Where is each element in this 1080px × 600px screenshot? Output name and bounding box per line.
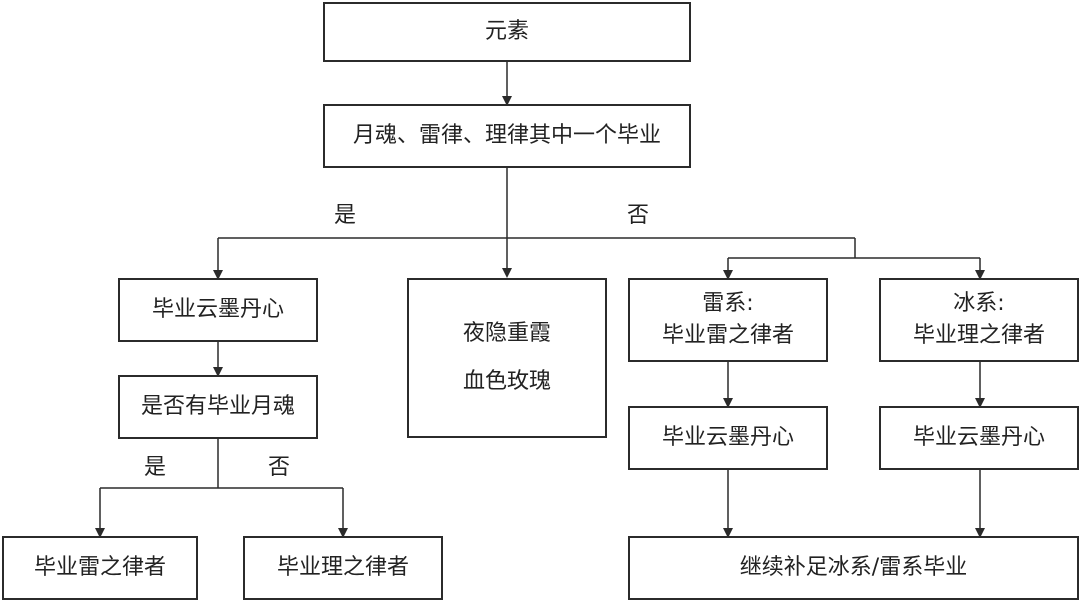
node-final-text: 继续补足冰系/雷系毕业: [739, 555, 968, 581]
node-question-graduated-text: 月魂、雷律、理律其中一个毕业: [352, 123, 661, 149]
node-middle: 夜隐重霞 血色玫瑰: [407, 278, 607, 438]
node-ice-line2: 毕业理之律者: [912, 323, 1045, 348]
node-question-yuehun-text: 是否有毕业月魂: [140, 394, 295, 420]
node-yes-yunmo-text: 毕业云墨丹心: [151, 297, 284, 323]
node-leaf-li-text: 毕业理之律者: [276, 555, 409, 581]
node-ice-line1: 冰系:: [953, 291, 1005, 317]
label-no-1: 否: [627, 203, 650, 228]
node-thunder-yunmo-text: 毕业云墨丹心: [661, 425, 794, 451]
node-question-yuehun: 是否有毕业月魂: [118, 375, 318, 439]
node-leaf-lei: 毕业雷之律者: [2, 536, 198, 600]
node-leaf-lei-text: 毕业雷之律者: [33, 555, 166, 581]
node-root-text: 元素: [484, 19, 529, 45]
node-leaf-li: 毕业理之律者: [243, 536, 443, 600]
node-thunder: 雷系: 毕业雷之律者: [628, 278, 828, 362]
node-ice-yunmo-text: 毕业云墨丹心: [912, 425, 1045, 451]
node-ice-yunmo: 毕业云墨丹心: [879, 406, 1079, 470]
label-yes-2: 是: [144, 455, 167, 480]
node-middle-line2: 血色玫瑰: [462, 369, 551, 394]
node-ice: 冰系: 毕业理之律者: [879, 278, 1079, 362]
label-yes-1: 是: [334, 203, 357, 228]
node-thunder-line1: 雷系:: [702, 291, 754, 317]
node-middle-line1: 夜隐重霞: [462, 321, 551, 347]
node-final: 继续补足冰系/雷系毕业: [628, 536, 1079, 600]
node-root: 元素: [323, 2, 691, 62]
label-no-2: 否: [268, 455, 291, 480]
node-thunder-yunmo: 毕业云墨丹心: [628, 406, 828, 470]
node-yes-yunmo: 毕业云墨丹心: [118, 278, 318, 342]
node-thunder-line2: 毕业雷之律者: [661, 323, 794, 348]
node-question-graduated: 月魂、雷律、理律其中一个毕业: [323, 104, 691, 168]
